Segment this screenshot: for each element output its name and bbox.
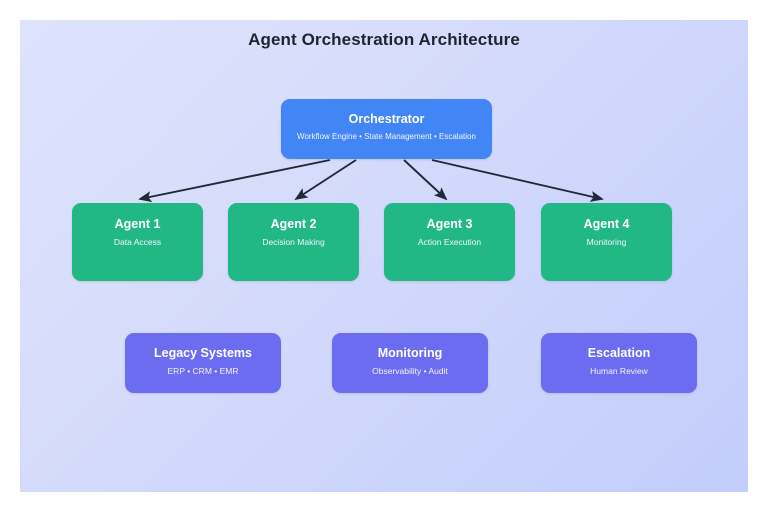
- node-legacy-systems[interactable]: Legacy Systems ERP • CRM • EMR: [125, 333, 281, 393]
- node-escalation-title: Escalation: [587, 346, 651, 360]
- node-agent-1-subtitle: Data Access: [113, 237, 162, 247]
- page-title: Agent Orchestration Architecture: [248, 30, 520, 49]
- node-agent-2[interactable]: Agent 2 Decision Making: [228, 203, 359, 281]
- node-escalation-subtitle: Human Review: [590, 366, 648, 376]
- node-monitoring-title: Monitoring: [377, 346, 443, 360]
- node-agent-3[interactable]: Agent 3 Action Execution: [384, 203, 515, 281]
- node-orchestrator-title: Orchestrator: [348, 112, 425, 126]
- node-agent-4-subtitle: Monitoring: [586, 237, 627, 247]
- node-monitoring[interactable]: Monitoring Observability • Audit: [332, 333, 488, 393]
- node-agent-1-title: Agent 1: [114, 217, 161, 231]
- node-agent-2-subtitle: Decision Making: [262, 237, 325, 247]
- node-legacy-systems-subtitle: ERP • CRM • EMR: [167, 366, 239, 376]
- node-escalation[interactable]: Escalation Human Review: [541, 333, 697, 393]
- node-orchestrator-subtitle: Workflow Engine • State Management • Esc…: [297, 132, 476, 141]
- node-agent-3-title: Agent 3: [426, 217, 473, 231]
- node-agent-1[interactable]: Agent 1 Data Access: [72, 203, 203, 281]
- node-agent-4-title: Agent 4: [583, 217, 630, 231]
- node-orchestrator[interactable]: Orchestrator Workflow Engine • State Man…: [281, 99, 492, 159]
- node-legacy-systems-title: Legacy Systems: [154, 346, 252, 360]
- node-agent-2-title: Agent 2: [270, 217, 317, 231]
- node-agent-4[interactable]: Agent 4 Monitoring: [541, 203, 672, 281]
- node-monitoring-subtitle: Observability • Audit: [372, 366, 448, 376]
- node-agent-3-subtitle: Action Execution: [417, 237, 482, 247]
